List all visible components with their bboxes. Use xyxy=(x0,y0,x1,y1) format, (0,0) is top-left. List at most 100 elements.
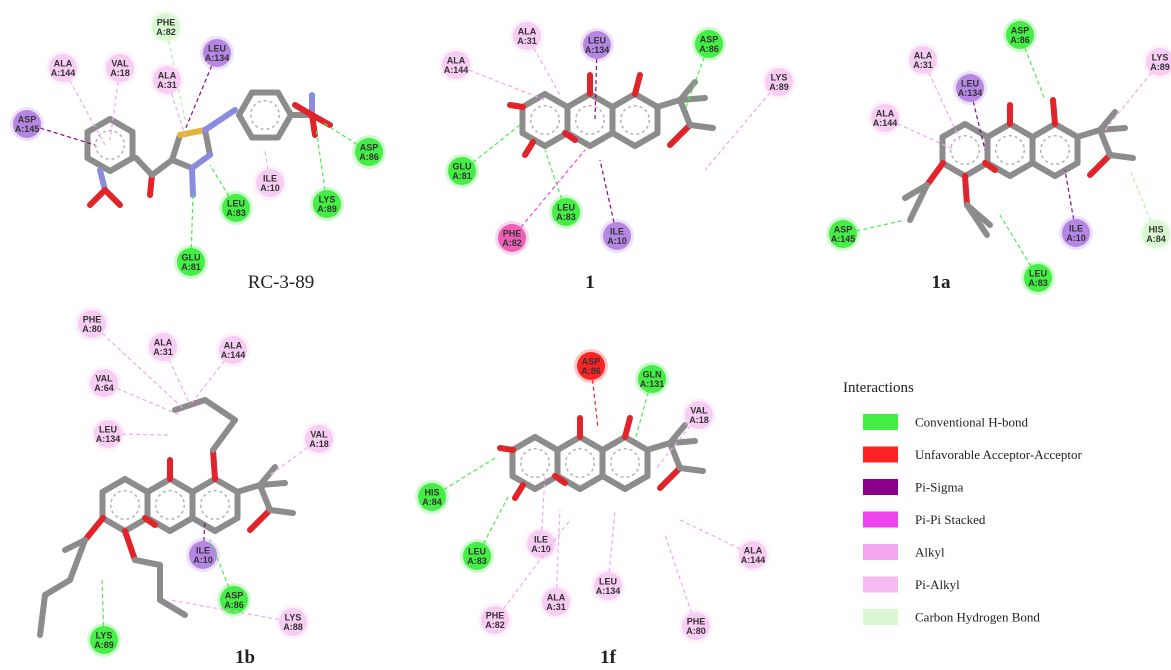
residue-number: A:86 xyxy=(1010,35,1030,45)
residue-number: A:144 xyxy=(51,68,76,78)
molecule-c1a xyxy=(902,97,1136,238)
residue-circle xyxy=(203,39,231,67)
residue-number: A:10 xyxy=(193,555,213,565)
residue-number: A:144 xyxy=(444,65,469,75)
residue-circle xyxy=(219,336,247,364)
residue-name: ASP xyxy=(1011,26,1030,36)
residue-number: A:88 xyxy=(283,622,303,632)
residue-number: A:134 xyxy=(96,434,121,444)
interaction-line xyxy=(202,519,206,556)
legend-swatch xyxy=(863,414,898,430)
residue-name: VAL xyxy=(690,406,708,416)
residue-circle xyxy=(542,588,570,616)
molecule-label: RC-3-89 xyxy=(248,272,315,293)
legend-label: Pi-Sigma xyxy=(915,480,964,495)
residue-number: A:81 xyxy=(452,171,472,181)
residue-name: ILE xyxy=(610,227,624,237)
residue-name: ASP xyxy=(18,115,37,125)
residue-name: ALA xyxy=(744,546,763,556)
residue-number: A:89 xyxy=(1150,62,1170,72)
residue-name: ALA xyxy=(224,341,243,351)
residue-number: A:89 xyxy=(94,640,114,650)
residue-number: A:31 xyxy=(157,80,177,90)
legend-swatch xyxy=(863,544,898,560)
interaction-line xyxy=(109,67,121,141)
residue-circle xyxy=(442,51,470,79)
residue-number: A:81 xyxy=(181,262,201,272)
residue-number: A:82 xyxy=(502,238,522,248)
interaction-line xyxy=(884,117,956,151)
molecule-label: 1 xyxy=(585,272,595,293)
molecule-c1f xyxy=(497,415,706,501)
residue-number: A:83 xyxy=(1028,278,1048,288)
interaction-line xyxy=(1129,169,1157,235)
residue-number: A:131 xyxy=(640,379,665,389)
residue-circle xyxy=(220,586,248,614)
residue-circle xyxy=(418,483,446,511)
residue-circle xyxy=(481,606,509,634)
residue-circle xyxy=(279,608,307,636)
residue-name: LEU xyxy=(961,79,979,89)
interaction-line xyxy=(922,59,961,141)
interaction-line xyxy=(540,474,546,545)
residue-circle xyxy=(1142,220,1170,248)
residue-circle xyxy=(13,110,41,138)
interaction-line xyxy=(26,123,96,146)
legend-swatch xyxy=(863,446,898,463)
molecule-label: 1b xyxy=(235,647,255,668)
residue-number: A:134 xyxy=(958,88,983,98)
molecule-c1 xyxy=(507,72,716,158)
residue-circle xyxy=(313,190,341,218)
residue-number: A:86 xyxy=(699,44,719,54)
molecule-label: 1f xyxy=(600,647,617,668)
residue-number: A:10 xyxy=(260,183,280,193)
residue-circle xyxy=(78,310,106,338)
residue-circle xyxy=(498,224,526,252)
legend-swatch xyxy=(863,609,898,625)
residue-name: LEU xyxy=(208,44,226,54)
residue-number: A:10 xyxy=(607,236,627,246)
residue-name: ILE xyxy=(196,546,210,556)
residue-number: A:144 xyxy=(221,350,246,360)
residue-circle xyxy=(513,22,541,50)
residue-circle xyxy=(463,542,491,570)
residue-name: PHE xyxy=(157,18,176,28)
residue-circle xyxy=(527,530,555,558)
residue-number: A:134 xyxy=(596,586,621,596)
residue-circle xyxy=(682,612,710,640)
residue-number: A:89 xyxy=(317,204,337,214)
residue-circle xyxy=(956,74,984,102)
residue-name: LEU xyxy=(599,577,617,587)
residue-name: ILE xyxy=(263,174,277,184)
interaction-line xyxy=(189,349,234,406)
residue-number: A:64 xyxy=(94,383,114,393)
residue-number: A:86 xyxy=(359,152,379,162)
residue-circle xyxy=(583,31,611,59)
interaction-line xyxy=(684,43,710,111)
residue-circle xyxy=(765,68,793,96)
residue-name: ALA xyxy=(154,338,173,348)
interactions-legend: Interactions Conventional H-bondUnfavora… xyxy=(843,380,1083,625)
residue-number: A:18 xyxy=(309,439,329,449)
residue-circle xyxy=(1024,264,1052,292)
residue-name: PHE xyxy=(503,229,522,239)
